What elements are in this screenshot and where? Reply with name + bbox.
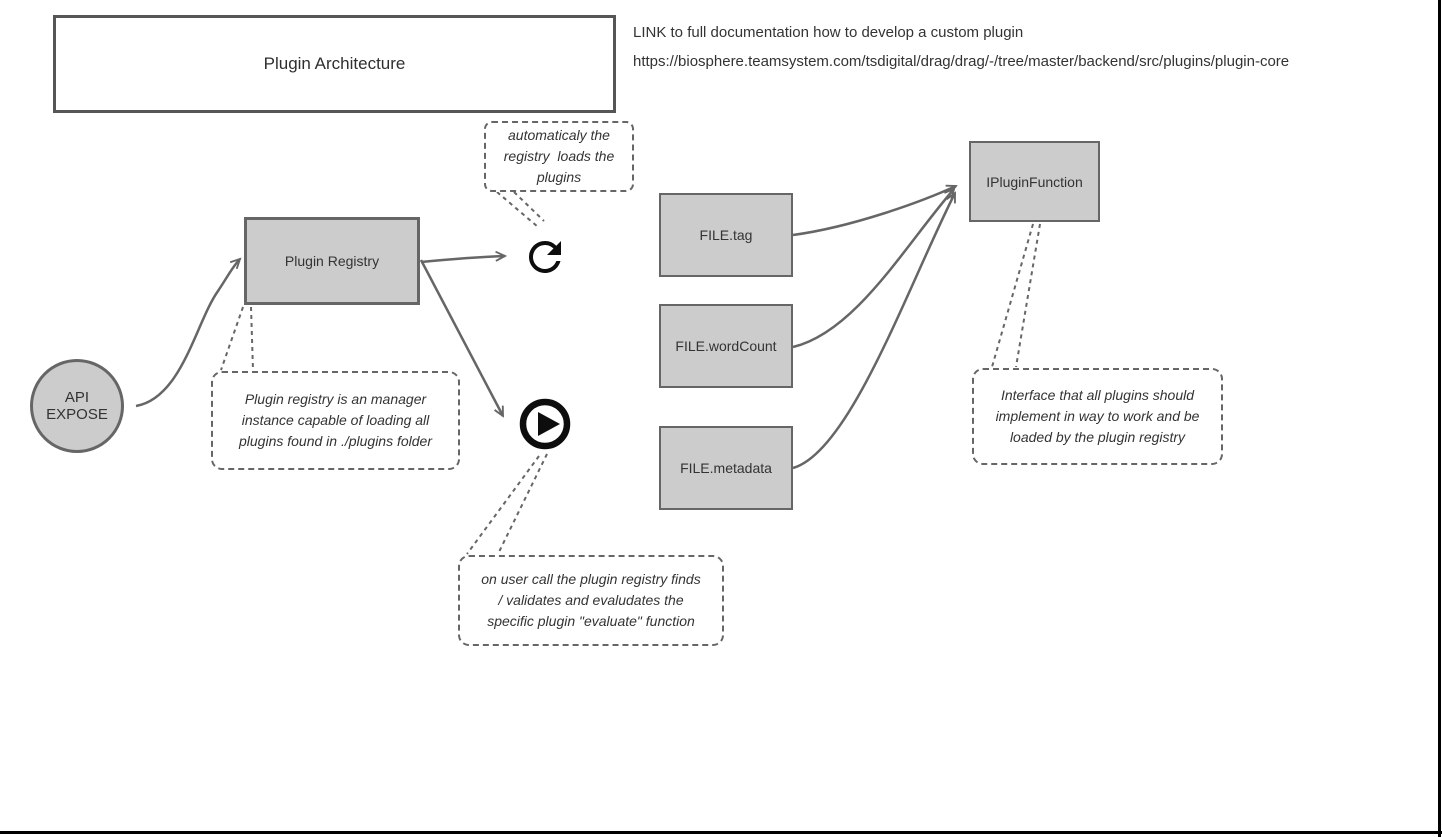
- callout-line: instance capable of loading all: [241, 412, 430, 428]
- page-title: Plugin Architecture: [263, 54, 406, 73]
- callout-auto-load[interactable]: automaticaly the registry loads the plug…: [484, 121, 634, 192]
- file-metadata-node[interactable]: FILE.metadata: [659, 426, 793, 510]
- arrow-wordcount-to-interface[interactable]: [792, 189, 954, 349]
- callout-line: plugins found in ./plugins folder: [238, 433, 433, 449]
- callout-line: on user call the plugin registry finds: [481, 571, 701, 587]
- file-wordcount-node[interactable]: FILE.wordCount: [659, 304, 793, 388]
- arrow-filetag-to-interface[interactable]: [792, 186, 956, 237]
- callout-line: implement in way to work and be: [995, 408, 1200, 424]
- doc-link-intro: LINK to full documentation how to develo…: [633, 24, 1024, 41]
- arrow-registry-to-refresh[interactable]: [420, 256, 505, 264]
- arrow-api-to-registry[interactable]: [135, 259, 240, 408]
- node-label: FILE.wordCount: [675, 338, 777, 354]
- node-label: Plugin Registry: [284, 253, 380, 269]
- callout-line: plugins: [536, 169, 582, 185]
- node-label: IPluginFunction: [986, 173, 1083, 190]
- title-box[interactable]: Plugin Architecture: [53, 15, 616, 113]
- node-label: FILE.tag: [699, 227, 753, 243]
- callout-registry-note[interactable]: Plugin registry is an manager instance c…: [211, 371, 460, 470]
- node-label: FILE.metadata: [680, 460, 772, 476]
- tail-auto-load-callout: [496, 191, 545, 228]
- doc-link-url[interactable]: https://biosphere.teamsystem.com/tsdigit…: [633, 53, 1290, 70]
- callout-line: Plugin registry is an manager: [244, 391, 427, 407]
- callout-line: registry loads the: [503, 148, 615, 164]
- plugin-registry-node[interactable]: Plugin Registry: [244, 217, 420, 305]
- callout-line: / validates and evaludates the: [498, 592, 684, 608]
- play-icon[interactable]: [519, 398, 571, 450]
- api-expose-node[interactable]: API EXPOSE: [30, 359, 124, 453]
- callout-line: specific plugin "evaluate" function: [487, 613, 695, 629]
- arrow-registry-to-play[interactable]: [419, 259, 505, 416]
- tail-evaluate-note-callout: [466, 453, 548, 555]
- callout-line: Interface that all plugins should: [1000, 387, 1194, 403]
- node-label: API EXPOSE: [46, 389, 108, 423]
- page-border-right: [1438, 0, 1441, 837]
- refresh-icon[interactable]: [528, 241, 561, 273]
- file-tag-node[interactable]: FILE.tag: [659, 193, 793, 277]
- page-border-bottom: [0, 831, 1442, 834]
- callout-line: automaticaly the: [508, 127, 610, 143]
- callout-line: loaded by the plugin registry: [1009, 429, 1186, 445]
- callout-interface-note[interactable]: Interface that all plugins should implem…: [972, 368, 1223, 465]
- iplugin-function-node[interactable]: IPluginFunction: [969, 141, 1100, 222]
- arrow-metadata-to-interface[interactable]: [792, 193, 957, 470]
- callout-evaluate-note[interactable]: on user call the plugin registry finds /…: [458, 555, 724, 646]
- tail-interface-note-callout: [991, 223, 1041, 368]
- tail-registry-note-callout: [220, 306, 254, 371]
